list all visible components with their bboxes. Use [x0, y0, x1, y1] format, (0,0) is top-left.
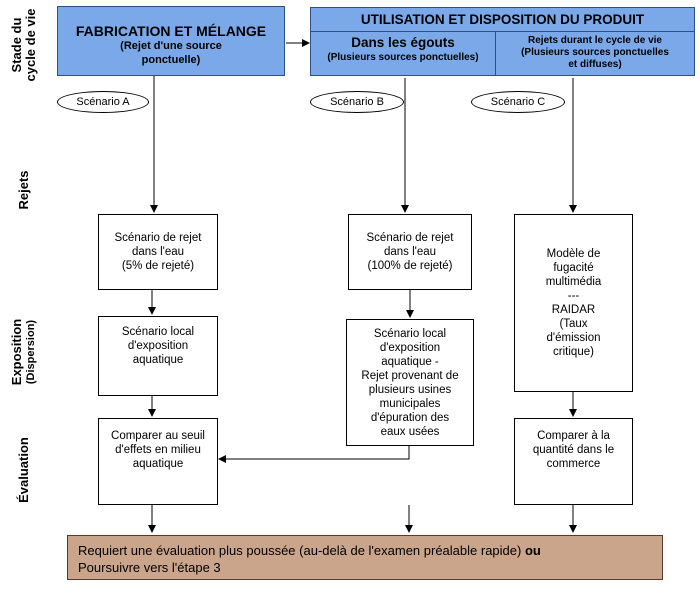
- lifecycle-release-box: Rejets durant le cycle de vie (Plusieurs…: [495, 31, 695, 76]
- scenario-b-oval: Scénario B: [310, 91, 404, 113]
- evaluation-box-c: Comparer à la quantité dans le commerce: [514, 418, 633, 505]
- stage-bar-evaluation: [4, 410, 44, 530]
- fabrication-title: FABRICATION ET MÉLANGE: [75, 23, 267, 39]
- exposure-box-b: Scénario local d'exposition aquatique - …: [346, 319, 474, 446]
- exposure-box-a: Scénario local d'exposition aquatique: [98, 316, 218, 396]
- fabrication-subtitle-1: (Rejet d'une source: [120, 40, 222, 52]
- stage-bar-lifecycle: [4, 6, 44, 84]
- sewer-box: Dans les égouts (Plusieurs sources ponct…: [310, 31, 496, 76]
- stage-bar-exposure: [4, 306, 44, 398]
- utilisation-header-box: UTILISATION ET DISPOSITION DU PRODUIT: [310, 7, 695, 32]
- arrow-exposure-b-to-eval-a: [218, 446, 410, 463]
- stage-bar-releases: [4, 112, 44, 294]
- release-box-a: Scénario de rejet dans l'eau (5% de reje…: [98, 214, 218, 290]
- fabrication-box: FABRICATION ET MÉLANGE (Rejet d'une sour…: [57, 6, 285, 76]
- final-outcome-box: Requiert une évaluation plus poussée (au…: [67, 535, 663, 580]
- sewer-title: Dans les égouts: [351, 35, 455, 50]
- release-box-b: Scénario de rejet dans l'eau (100% de re…: [348, 214, 472, 290]
- scenario-a-oval: Scénario A: [57, 91, 149, 113]
- scenario-c-oval: Scénario C: [471, 91, 565, 113]
- utilisation-title: UTILISATION ET DISPOSITION DU PRODUIT: [360, 12, 645, 27]
- fabrication-subtitle-2: ponctuelle): [141, 54, 201, 66]
- sewer-subtitle: (Plusieurs sources ponctuelles): [327, 52, 479, 63]
- fugacity-model-box: Modèle de fugacité multimédia --- RAIDAR…: [514, 214, 633, 392]
- evaluation-box-a: Comparer au seuil d'effets en milieu aqu…: [98, 418, 218, 505]
